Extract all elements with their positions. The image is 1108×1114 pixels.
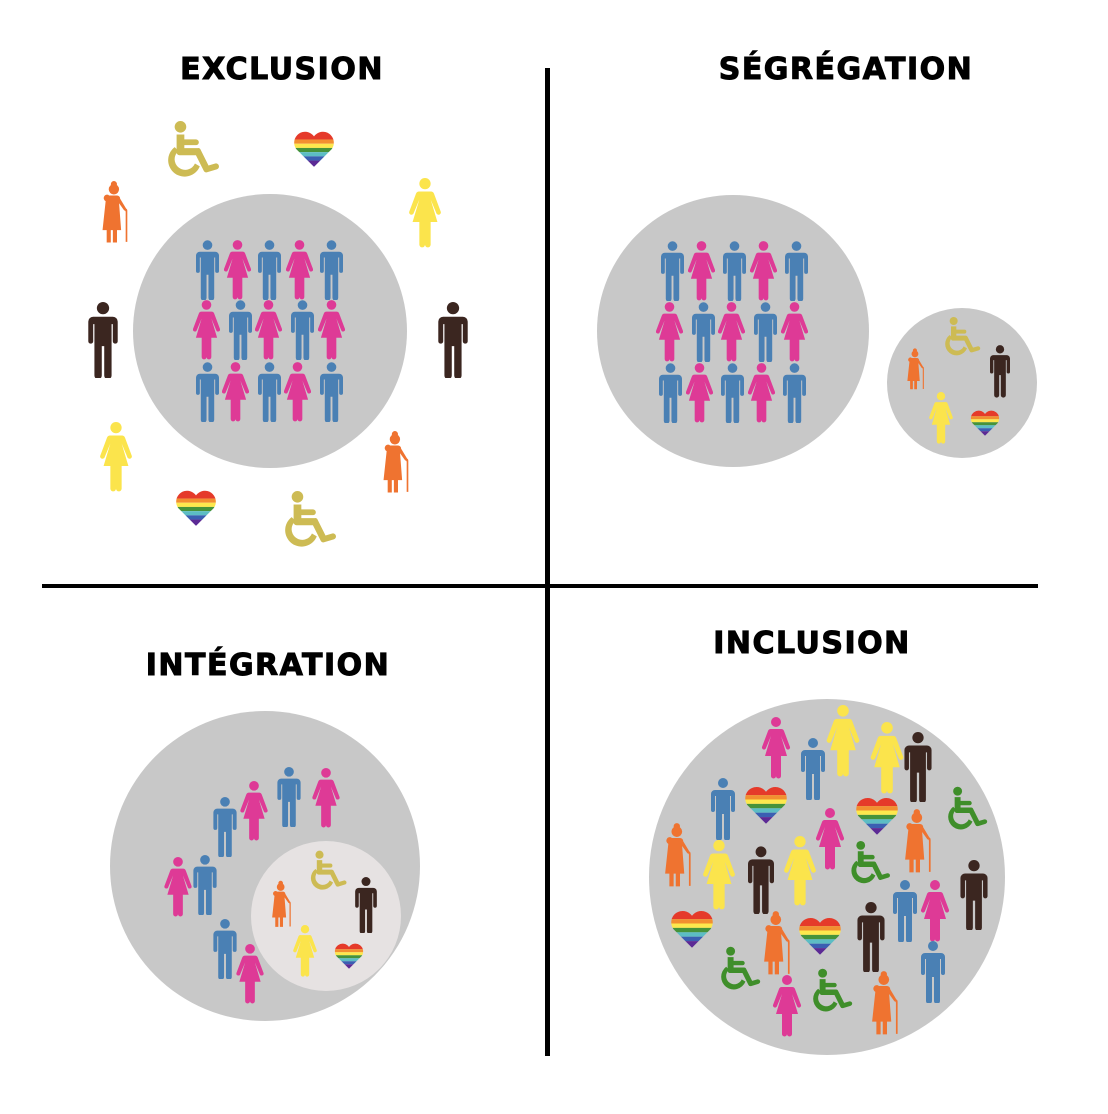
integration-quadrant bbox=[110, 711, 420, 1021]
title-inclusion: INCLUSION bbox=[713, 626, 911, 662]
title-segregation: SÉGRÉGATION bbox=[718, 52, 974, 88]
title-integration: INTÉGRATION bbox=[145, 648, 391, 684]
exclusion-quadrant bbox=[88, 121, 468, 547]
inclusion-quadrant bbox=[649, 699, 1005, 1055]
inclusive-circle bbox=[649, 699, 1005, 1055]
horizontal-divider bbox=[42, 584, 1038, 588]
vertical-divider bbox=[545, 68, 550, 1056]
segregation-quadrant bbox=[597, 195, 1037, 467]
title-exclusion: EXCLUSION bbox=[180, 52, 384, 88]
